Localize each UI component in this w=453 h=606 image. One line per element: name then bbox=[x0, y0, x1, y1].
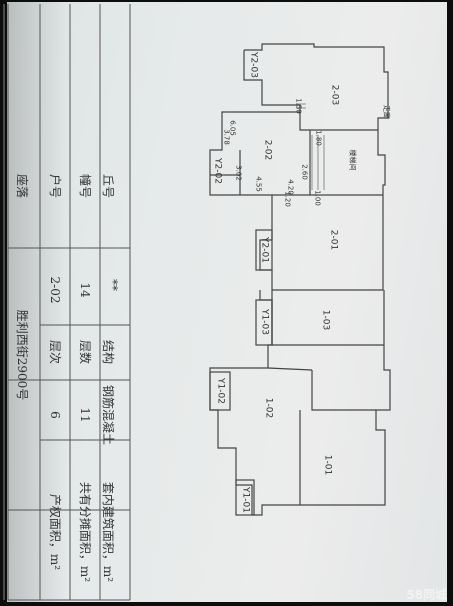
building-outline bbox=[209, 43, 391, 516]
paper-shadow bbox=[7, 2, 67, 602]
dim-1-50: 1.50 bbox=[294, 98, 303, 114]
room-1-02: 1-02 bbox=[263, 397, 274, 419]
balcony-y1-01: Y1-01 bbox=[240, 487, 251, 513]
dim-3-78: 3.78 bbox=[222, 129, 231, 145]
stars: ** bbox=[106, 279, 120, 291]
room-2-02: 2-02 bbox=[262, 139, 273, 161]
title-area-label: 产权面积，m² bbox=[48, 493, 62, 571]
dim-3-02: 3.02 bbox=[234, 165, 243, 181]
building-label: 幢号 bbox=[78, 173, 92, 199]
stairwell-label: 楼梯间 bbox=[348, 149, 357, 171]
shared-area-label: 共有分摊面积，m² bbox=[78, 481, 92, 583]
corridor-label: 走廊 bbox=[382, 105, 391, 119]
room-2-01: 2-01 bbox=[328, 229, 339, 251]
balcony-y2-01: Y2-01 bbox=[259, 237, 270, 263]
room-1-03: 1-03 bbox=[320, 309, 331, 331]
level-label: 层次 bbox=[48, 339, 62, 365]
stair-lines bbox=[296, 103, 325, 190]
building-value: 14 bbox=[78, 282, 92, 298]
unit-label: 户号 bbox=[48, 173, 62, 199]
room-1-01: 1-01 bbox=[322, 454, 333, 476]
balcony-y1-03: Y1-03 bbox=[259, 309, 270, 335]
paper-sheet bbox=[7, 2, 447, 602]
floors-label: 层数 bbox=[78, 339, 92, 365]
dim-1-80: 1.80 bbox=[314, 130, 323, 146]
watermark-logo: 58同城 bbox=[406, 588, 447, 602]
balcony-y2-03: Y2-03 bbox=[248, 52, 259, 78]
level-value: 6 bbox=[48, 411, 62, 419]
dim-1-20: 1.20 bbox=[283, 191, 292, 207]
dim-1-00: 1.00 bbox=[313, 190, 322, 206]
indoor-area-label: 套内建筑面积，m² bbox=[101, 481, 115, 583]
dim-2-60: 2.60 bbox=[300, 164, 309, 180]
unit-value: 2-02 bbox=[48, 276, 62, 304]
info-table-lines bbox=[7, 4, 131, 601]
location-value: 胜利西街2900号 bbox=[15, 309, 29, 401]
balcony-y2-02: Y2-02 bbox=[212, 158, 223, 184]
hill-label: 丘号 bbox=[101, 173, 115, 199]
location-label: 座落 bbox=[15, 173, 29, 199]
balcony-y1-02: Y1-02 bbox=[215, 378, 226, 404]
room-2-03: 2-03 bbox=[329, 84, 340, 106]
dim-4-55: 4.55 bbox=[254, 176, 263, 192]
structure-label: 结构 bbox=[101, 339, 115, 365]
floors-value: 11 bbox=[78, 407, 92, 423]
structure-value: 钢筋混凝土 bbox=[101, 384, 115, 446]
